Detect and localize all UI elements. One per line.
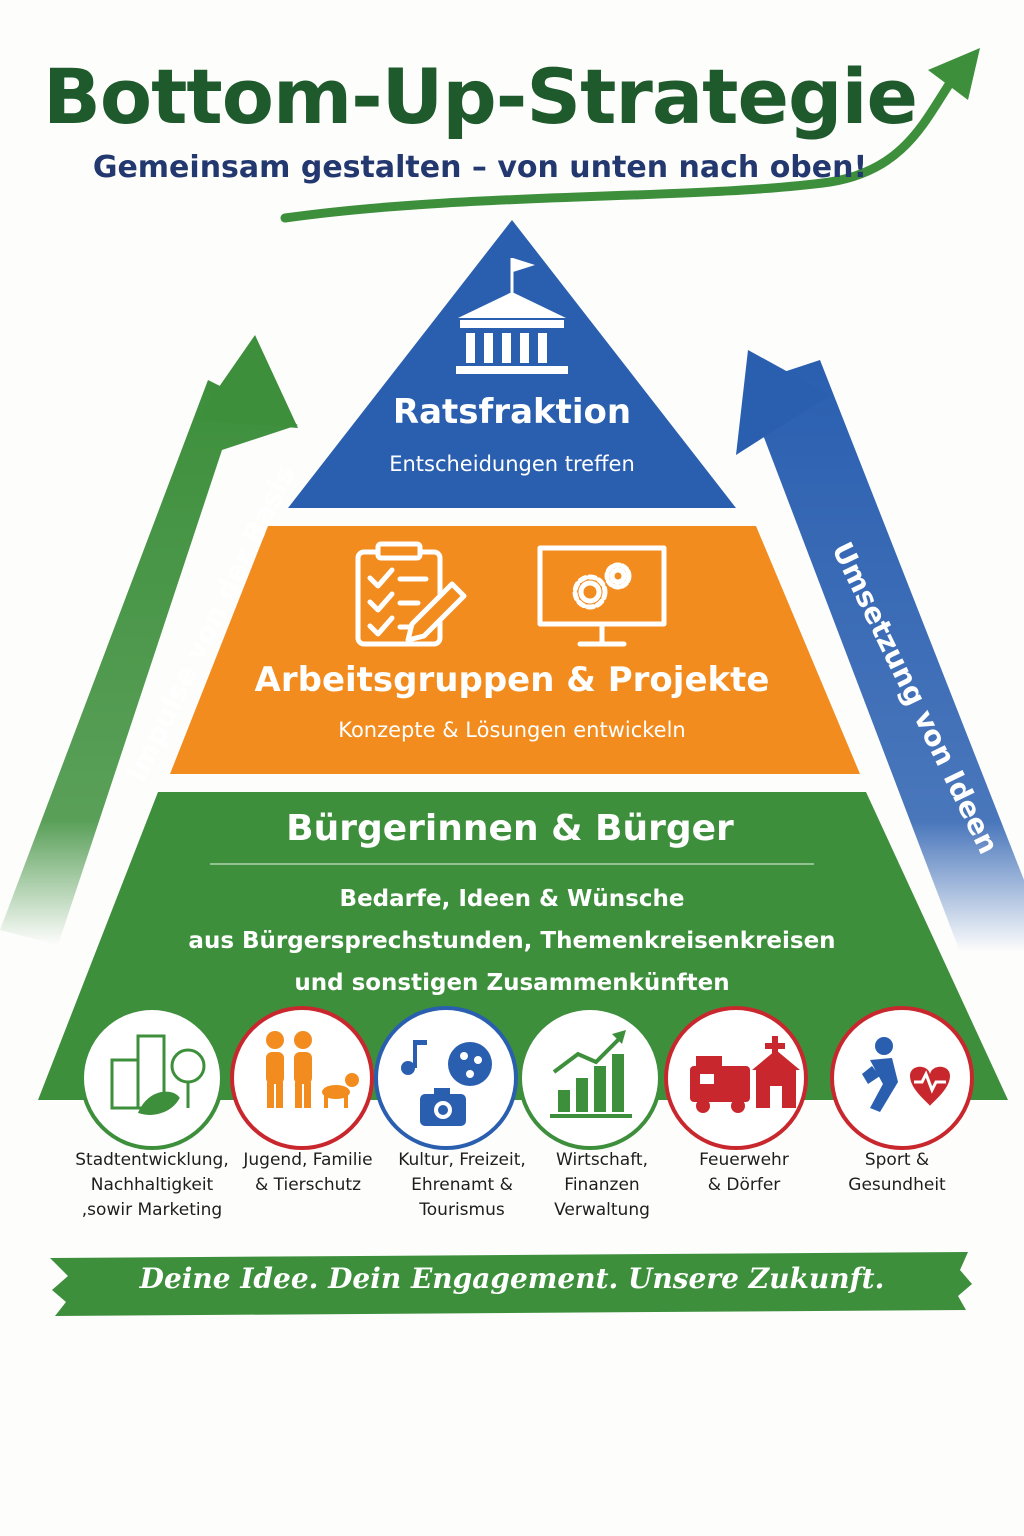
checklist-clipboard-icon xyxy=(355,541,467,647)
category-line: Kultur, Freizeit, xyxy=(398,1150,526,1170)
category-line: Verwaltung xyxy=(554,1200,650,1220)
category-circle-economy xyxy=(518,1006,662,1150)
category-label-firefighter: Feuerwehr & Dörfer xyxy=(659,1148,829,1198)
right-arrow xyxy=(744,360,1024,952)
category-label-sport: Sport & Gesundheit xyxy=(812,1148,982,1198)
swoosh-arrow-head xyxy=(928,48,980,100)
category-label-family: Jugend, Familie & Tierschutz xyxy=(223,1148,393,1198)
base-line-3: und sonstigen Zusammenkünften xyxy=(294,970,730,996)
page-title: Bottom-Up-Strategie xyxy=(42,52,918,141)
category-line: Jugend, Familie xyxy=(243,1150,373,1170)
city-hall-icon xyxy=(456,258,568,374)
category-circle-city xyxy=(80,1006,224,1150)
base-line-1: Bedarfe, Ideen & Wünsche xyxy=(339,886,685,912)
category-line: ,sowir Marketing xyxy=(81,1200,223,1220)
top-tier-title: Ratsfraktion xyxy=(392,392,632,432)
category-circle-firefighter xyxy=(664,1006,808,1150)
category-line: Ehrenamt & xyxy=(411,1175,513,1195)
category-label-culture: Kultur, Freizeit, Ehrenamt & Tourismus xyxy=(377,1148,547,1223)
category-line: & Dörfer xyxy=(707,1175,781,1195)
top-tier-subtitle: Entscheidungen treffen xyxy=(389,452,635,476)
category-label-economy: Wirtschaft, Finanzen Verwaltung xyxy=(517,1148,687,1223)
category-circle-culture xyxy=(374,1006,518,1150)
category-line: Finanzen xyxy=(564,1175,640,1195)
slogan-text: Deine Idee. Dein Engagement. Unsere Zuku… xyxy=(139,1262,885,1295)
category-line: Gesundheit xyxy=(848,1175,946,1195)
page-subtitle: Gemeinsam gestalten – von unten nach obe… xyxy=(92,150,868,185)
pyramid-top-tier xyxy=(288,220,736,508)
category-line: & Tierschutz xyxy=(254,1175,362,1195)
base-tier-title: Bürgerinnen & Bürger xyxy=(286,808,734,849)
category-line: Stadtentwicklung, xyxy=(75,1150,229,1170)
category-circle-sport xyxy=(830,1006,974,1150)
right-arrow-head xyxy=(736,350,830,455)
category-label-city: Stadtentwicklung, Nachhaltigkeit ,sowir … xyxy=(67,1148,237,1223)
left-arrow xyxy=(0,380,298,945)
presentation-gears-icon xyxy=(537,545,667,647)
swoosh-arrow xyxy=(280,75,957,223)
category-circle-family xyxy=(230,1006,374,1150)
category-line: Nachhaltigkeit xyxy=(90,1175,214,1195)
left-arrow-head xyxy=(196,335,298,428)
category-line: Feuerwehr xyxy=(699,1150,789,1170)
pyramid-middle-tier xyxy=(170,526,860,774)
category-line: Wirtschaft, xyxy=(556,1150,648,1170)
base-line-2: aus Bürgersprechstunden, Themenkreisenkr… xyxy=(188,928,836,954)
middle-tier-subtitle: Konzepte & Lösungen entwickeln xyxy=(338,718,686,742)
category-line: Tourismus xyxy=(419,1200,505,1220)
slogan-banner xyxy=(50,1252,972,1316)
middle-tier-title: Arbeitsgruppen & Projekte xyxy=(254,660,770,700)
category-line: Sport & xyxy=(864,1150,930,1170)
base-tier-description: Bedarfe, Ideen & Wünsche aus Bürgersprec… xyxy=(130,878,894,1004)
